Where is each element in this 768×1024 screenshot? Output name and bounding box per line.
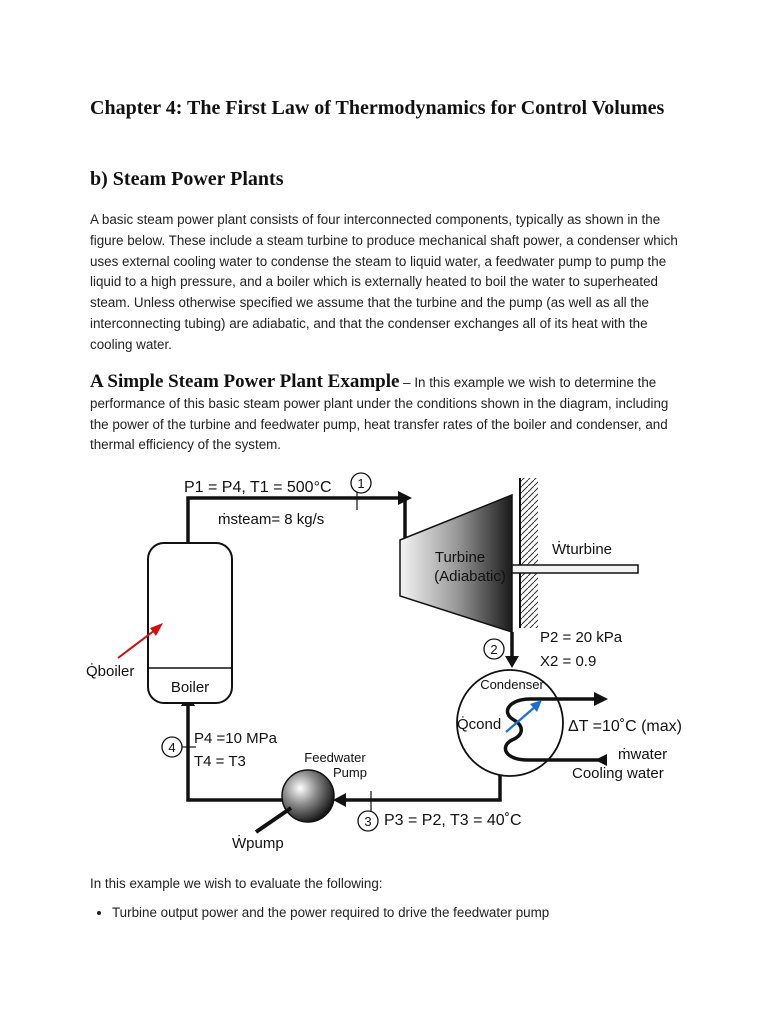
node-1-label: 1 [357, 476, 364, 491]
example-dash: – [399, 375, 415, 390]
q-boiler-label: Q̇boiler [86, 663, 134, 680]
evaluate-intro: In this example we wish to evaluate the … [90, 876, 383, 891]
condenser-label: Condenser [480, 677, 544, 692]
cooling-in-arrow [595, 754, 607, 766]
turbine-shaft [511, 564, 639, 574]
evaluation-list: Turbine output power and the power requi… [90, 903, 712, 923]
state4-temperature: T4 = T3 [194, 753, 246, 770]
cooling-out-arrow [594, 692, 608, 706]
boiler-label: Boiler [171, 679, 209, 696]
w-pump-label: Ẇpump [232, 834, 284, 852]
q-cond-label: Q̇cond [457, 716, 501, 733]
node-3-label: 3 [364, 814, 371, 829]
state3-label: P3 = P2, T3 = 40˚C [384, 812, 522, 829]
turbine-label: Turbine [435, 549, 485, 566]
feedwater-pump-label-1: Feedwater [304, 750, 366, 765]
cooling-water-label: Cooling water [572, 765, 664, 782]
pipes [186, 496, 514, 802]
feedwater-pump [281, 769, 335, 823]
node-3 [357, 810, 379, 832]
boiler: Boiler [147, 542, 233, 704]
q-boiler-arrow [117, 623, 163, 659]
condenser: Condenser [456, 669, 600, 777]
steam-plant-diagram: Boiler Q̇boiler Turbine (Adiabatic) Ẇtur… [86, 472, 682, 852]
node-2 [483, 638, 505, 660]
list-item: Turbine output power and the power requi… [112, 903, 712, 923]
section-heading: b) Steam Power Plants [90, 168, 284, 190]
turbine: Turbine (Adiabatic) [399, 493, 513, 634]
node-2-label: 2 [490, 642, 497, 657]
state2-quality: X2 = 0.9 [540, 653, 596, 670]
node-1 [350, 472, 372, 494]
pump-shaft [254, 806, 293, 834]
w-turbine-label: Ẇturbine [552, 540, 612, 558]
page-title: Chapter 4: The First Law of Thermodynami… [90, 97, 665, 119]
example-text: In this example we wish to determine the… [90, 375, 669, 453]
state1-label: P1 = P4, T1 = 500°C [184, 479, 332, 496]
turbine-wall [519, 478, 538, 628]
delta-t-label: ΔT =10˚C (max) [568, 718, 682, 735]
state2-pressure: P2 = 20 kPa [540, 629, 623, 646]
example-heading: A Simple Steam Power Plant Example [90, 371, 400, 392]
node-4-label: 4 [168, 740, 175, 755]
turbine-sub: (Adiabatic) [434, 568, 506, 585]
intro-paragraph: A basic steam power plant consists of fo… [90, 212, 678, 352]
example-paragraph: A Simple Steam Power Plant Example – In … [90, 371, 690, 456]
m-water-label: ṁwater [618, 746, 667, 763]
feedwater-pump-label-2: Pump [333, 765, 367, 780]
mass-flow-label: ṁsteam= 8 kg/s [218, 511, 324, 528]
state4-pressure: P4 =10 MPa [194, 730, 278, 747]
